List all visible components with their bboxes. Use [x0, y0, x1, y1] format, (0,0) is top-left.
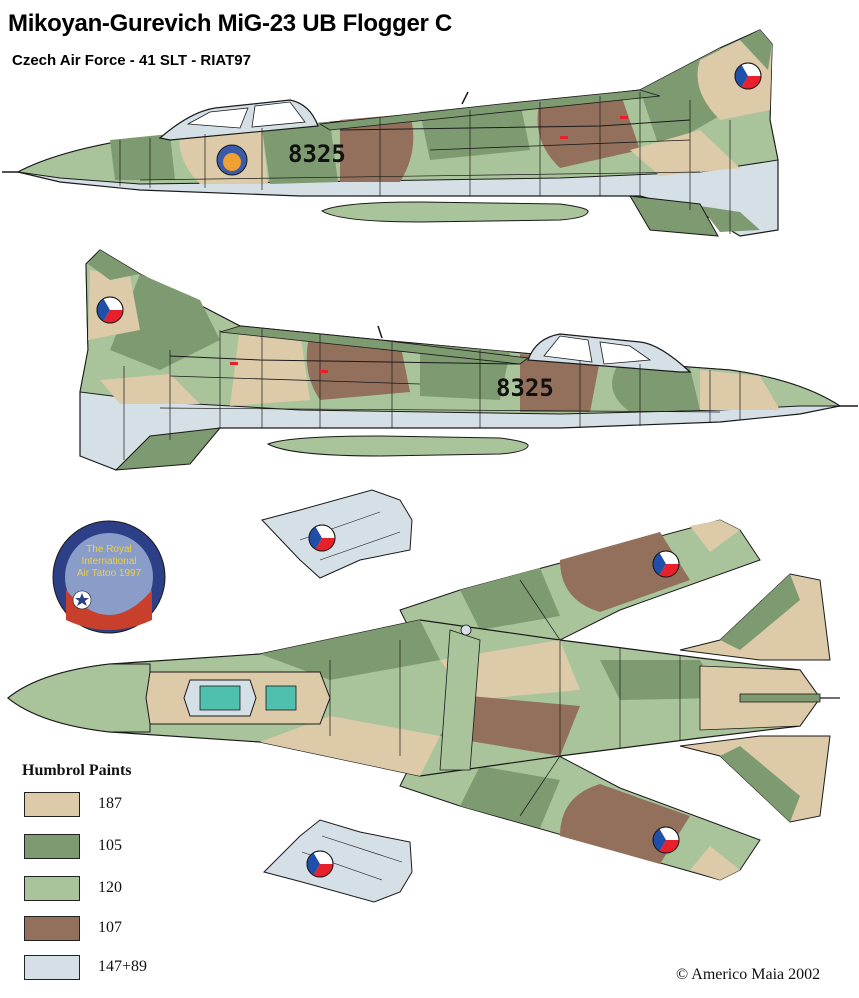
paint-label: 120: [98, 879, 122, 896]
paint-label: 147+89: [98, 958, 148, 975]
paint-label: 187: [98, 795, 122, 812]
badge-line-3: Air Tatoo 1997: [77, 568, 142, 579]
badge-line-1: The Royal: [86, 544, 132, 555]
paint-label: 107: [98, 919, 122, 936]
paint-swatch-107: [24, 916, 80, 941]
paint-swatch-120: [24, 876, 80, 901]
paint-label: 105: [98, 837, 122, 854]
side-view-right: 8325: [79, 249, 858, 471]
legend-title: Humbrol Paints: [22, 762, 132, 779]
page-title: Mikoyan-Gurevich MiG-23 UB Flogger C: [8, 10, 452, 37]
paint-swatch-187: [24, 792, 80, 817]
wing-underside-lower: [263, 819, 413, 903]
wing-underside-upper: [261, 489, 413, 579]
badge-line-2: International: [81, 556, 136, 567]
serial-left: 8325: [288, 140, 346, 168]
copyright-credit: © Americo Maia 2002: [676, 966, 821, 983]
page-subtitle: Czech Air Force - 41 SLT - RIAT97: [12, 52, 251, 69]
paint-swatch-147-89: [24, 955, 80, 980]
side-view-left: 8325: [2, 29, 779, 237]
paint-swatch-105: [24, 834, 80, 859]
riat-badge-icon: The Royal International Air Tatoo 1997: [52, 520, 166, 634]
serial-right: 8325: [496, 374, 554, 402]
top-view: [7, 519, 840, 881]
